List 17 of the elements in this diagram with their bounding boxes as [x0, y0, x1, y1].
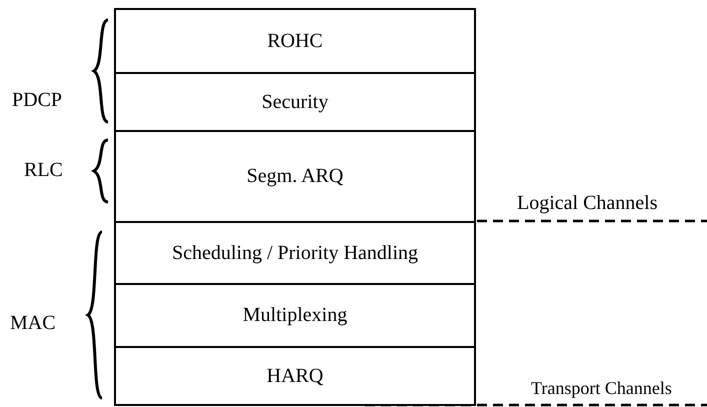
layer-name: Segm. ARQ — [246, 164, 344, 189]
layer-box — [114, 130, 476, 223]
layer-box — [114, 221, 476, 285]
layer-box — [114, 8, 476, 74]
layer-name: ROHC — [267, 28, 323, 54]
layer-group-label: MAC — [10, 313, 56, 333]
layer-name: Multiplexing — [242, 303, 348, 328]
layer-name: HARQ — [266, 364, 324, 388]
layer-name: Scheduling / Priority Handling — [172, 240, 418, 266]
layer-box — [114, 72, 476, 132]
layer-group-label: PDCP — [12, 90, 62, 110]
layer-name: Security — [262, 90, 328, 114]
layer-group-label: RLC — [24, 160, 63, 180]
channel-label: Logical Channels — [517, 193, 658, 213]
channel-label: Transport Channels — [531, 379, 672, 397]
layer-box — [114, 283, 476, 348]
layer-box — [114, 346, 476, 406]
